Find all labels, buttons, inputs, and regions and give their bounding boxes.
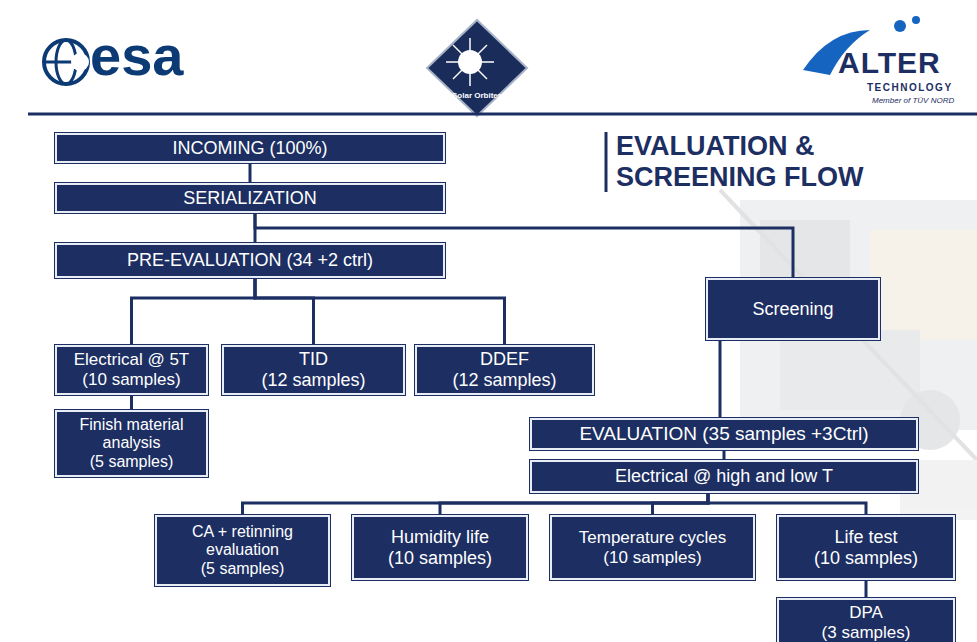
box-text: Electrical @ 5T: [74, 350, 190, 370]
process-box: TID(12 samples): [222, 345, 405, 395]
process-box: DPA(3 samples): [777, 598, 955, 642]
connector-line: [130, 395, 133, 410]
process-box: Temperature cycles(10 samples): [550, 515, 755, 580]
box-text: (10 samples): [388, 548, 492, 569]
box-text: (5 samples): [90, 453, 174, 471]
process-box: Finish material analysis(5 samples): [55, 410, 208, 477]
box-text: Temperature cycles: [579, 528, 726, 548]
connector-line: [865, 580, 868, 598]
box-text: Life test: [834, 527, 897, 548]
process-box: INCOMING (100%): [55, 133, 445, 163]
connector-line: [255, 278, 505, 345]
box-text: PRE-EVALUATION (34 +2 ctrl): [127, 250, 373, 271]
logo-text: Member of TÜV NORD: [872, 97, 954, 105]
box-text: (10 samples): [814, 548, 918, 569]
process-box: Electrical @ 5T(10 samples): [55, 345, 208, 395]
box-text: DDEF: [480, 349, 529, 370]
title-bar: [605, 132, 608, 192]
connector-line: [440, 493, 708, 515]
mission-logo: [427, 20, 527, 116]
process-box: Humidity life(10 samples): [352, 515, 528, 580]
process-box: SERIALIZATION: [55, 183, 445, 213]
diagram-title: EVALUATION & SCREENING FLOW: [616, 131, 956, 193]
process-box: EVALUATION (35 samples +3Ctrl): [530, 418, 918, 450]
box-text: (5 samples): [201, 560, 285, 578]
box-text: DPA: [849, 603, 883, 623]
box-text: (12 samples): [261, 370, 365, 391]
esa-logo-mark: [44, 40, 89, 84]
box-text: Humidity life: [391, 527, 489, 548]
logo-text: Solar Orbiter: [452, 92, 501, 100]
box-text: (10 samples): [603, 548, 701, 568]
process-box: Screening: [706, 278, 880, 340]
process-box: PRE-EVALUATION (34 +2 ctrl): [55, 243, 445, 278]
box-text: Screening: [752, 299, 833, 320]
box-text: (12 samples): [452, 370, 556, 391]
connector-line: [132, 278, 256, 345]
logo-text: TECHNOLOGY: [867, 83, 953, 93]
header-rule: [28, 113, 977, 116]
logo-text: esa: [90, 28, 183, 84]
process-box: Electrical @ high and low T: [530, 460, 918, 493]
connector-line: [723, 450, 726, 460]
box-text: (10 samples): [82, 370, 180, 390]
connector-line: [708, 493, 866, 515]
connector-line: [243, 493, 709, 515]
connector-line: [719, 340, 722, 418]
box-text: Electrical @ high and low T: [615, 466, 833, 487]
box-text: INCOMING (100%): [172, 138, 327, 159]
box-text: SERIALIZATION: [183, 188, 317, 209]
box-text: Finish material analysis: [63, 416, 200, 453]
box-text: EVALUATION (35 samples +3Ctrl): [579, 423, 868, 445]
process-box: Life test(10 samples): [777, 515, 955, 580]
process-box: DDEF(12 samples): [415, 345, 594, 395]
box-text: CA + retinning evaluation: [163, 523, 322, 560]
box-text: TID: [299, 349, 328, 370]
connector-line: [653, 493, 709, 515]
connector-line: [249, 163, 252, 183]
box-text: (3 samples): [822, 623, 911, 642]
process-box: CA + retinning evaluation(5 samples): [155, 515, 330, 586]
connector-line: [255, 278, 314, 345]
logo-text: ALTER: [838, 48, 941, 78]
